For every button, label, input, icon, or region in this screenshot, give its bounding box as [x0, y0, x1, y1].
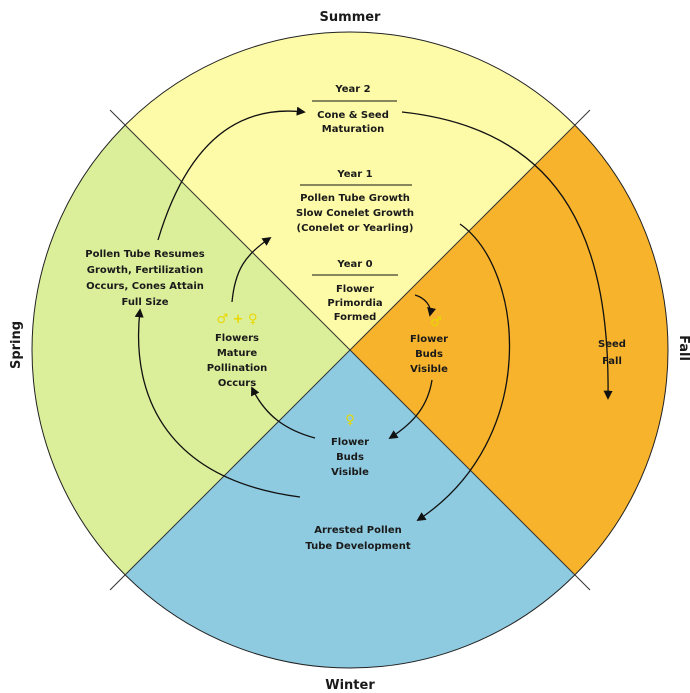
- arrested-line-2: Tube Development: [305, 541, 410, 552]
- arrow-to-fertilization: [134, 308, 301, 498]
- female-buds-line-2: Buds: [336, 452, 364, 463]
- year1-line-1: Pollen Tube Growth: [300, 193, 410, 204]
- arrested-line-1: Arrested Pollen: [314, 525, 402, 536]
- season-label-summer: Summer: [320, 10, 382, 25]
- year2-heading: Year 2: [334, 84, 370, 95]
- year0-line-3: Formed: [334, 312, 377, 323]
- outer-circle-border: [31, 31, 669, 669]
- female-symbol-icon: ♀: [345, 413, 355, 428]
- pollination-line-3: Pollination: [207, 363, 268, 374]
- arrow-to-male-buds: [414, 294, 437, 317]
- spring-quadrant: [31, 125, 351, 575]
- fertilization-line-4: Full Size: [121, 297, 168, 308]
- male-buds-line-1: Flower: [410, 334, 448, 345]
- winter-quadrant: [125, 350, 575, 669]
- pollination-line-2: Mature: [217, 348, 258, 359]
- year2-line-1: Cone & Seed: [317, 110, 389, 121]
- season-label-fall: Fall: [676, 335, 690, 361]
- seed-fall-line-1: Seed: [598, 339, 626, 350]
- female-buds-line-3: Visible: [331, 467, 369, 478]
- year0-heading: Year 0: [336, 259, 372, 270]
- year1-heading: Year 1: [336, 169, 372, 180]
- year0-line-1: Flower: [336, 284, 374, 295]
- arrow-to-arrested: [416, 223, 511, 521]
- male-buds-line-2: Buds: [415, 349, 443, 360]
- year0-line-2: Primordia: [327, 298, 382, 309]
- pollination-line-1: Flowers: [215, 333, 259, 344]
- season-label-winter: Winter: [325, 678, 375, 693]
- fertilization-line-3: Occurs, Cones Attain: [86, 281, 204, 292]
- male-female-symbols-icon: ♂ + ♀: [216, 312, 257, 327]
- divider-line: [109, 109, 591, 591]
- fertilization-line-1: Pollen Tube Resumes: [85, 249, 204, 260]
- pollination-line-4: Occurs: [218, 378, 256, 389]
- summer-quadrant: [125, 31, 575, 350]
- year1-line-3: (Conelet or Yearling): [297, 223, 414, 234]
- season-label-spring: Spring: [9, 321, 24, 369]
- arrow-to-seed-fall: [401, 111, 613, 400]
- seed-fall-line-2: Fall: [602, 356, 622, 367]
- year2-line-2: Maturation: [322, 124, 384, 135]
- arrow-to-year2: [157, 106, 306, 241]
- fertilization-line-2: Growth, Fertilization: [87, 265, 203, 276]
- male-symbol-icon: ♂: [430, 315, 442, 330]
- year1-line-2: Slow Conelet Growth: [296, 208, 414, 219]
- male-buds-line-3: Visible: [410, 364, 448, 375]
- arrow-to-female-buds: [388, 379, 433, 439]
- female-buds-line-1: Flower: [331, 437, 369, 448]
- arrow-to-pollination: [251, 386, 316, 439]
- arrow-to-year1: [231, 236, 272, 303]
